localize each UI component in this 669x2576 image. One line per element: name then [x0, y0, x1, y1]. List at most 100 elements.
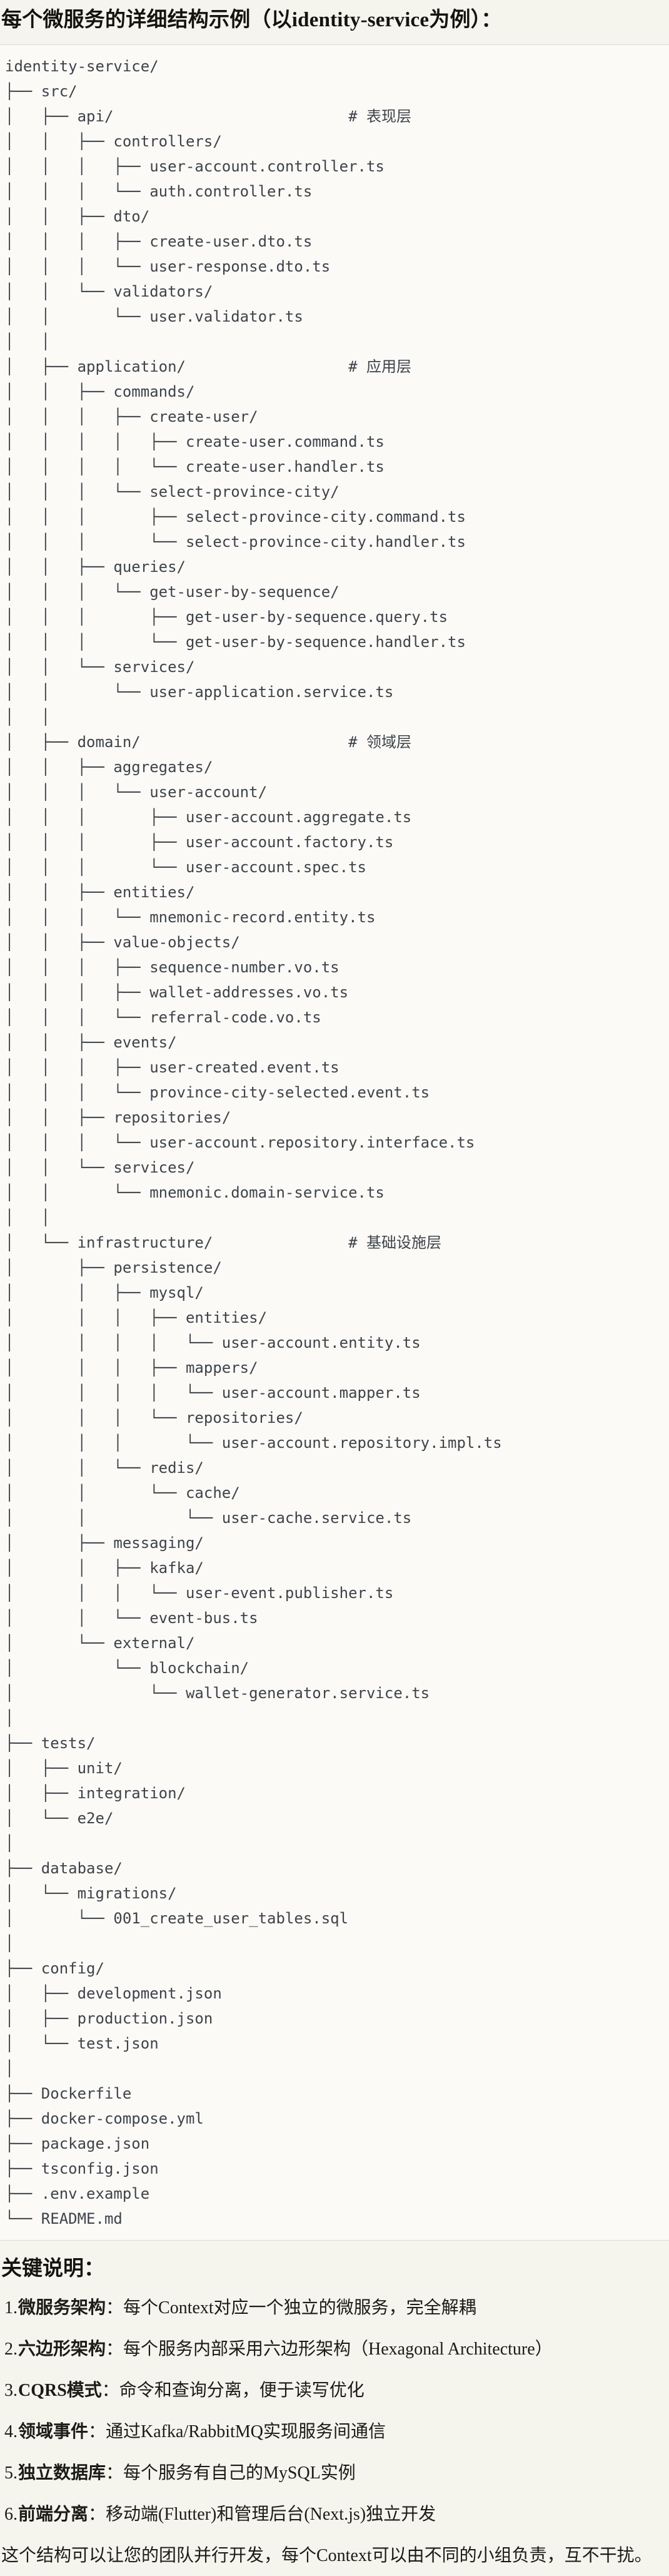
note-text: ：通过Kafka/RabbitMQ实现服务间通信	[88, 2422, 386, 2441]
tree-line: │ │ │ └── user-response.dto.ts	[5, 258, 331, 275]
tree-line: │ │ │ │ ├── create-user.command.ts	[5, 433, 385, 451]
tree-line: │ │ │ └── user-account/	[5, 783, 268, 801]
tree-line: │ │ │ ├── entities/	[5, 1309, 268, 1326]
tree-line: │ │ └── user-cache.service.ts	[5, 1509, 412, 1527]
tree-line: │ │ │ └── user-account.repository.interf…	[5, 1134, 475, 1151]
note-label: 前端分离	[18, 2505, 89, 2524]
tree-line: ├── docker-compose.yml	[5, 2110, 204, 2127]
tree-line: ├── database/	[5, 1860, 123, 1877]
note-label: CQRS模式	[18, 2381, 102, 2400]
directory-tree: identity-service/├── src/│ ├── api/ # 表现…	[5, 54, 665, 2231]
tree-line: │	[5, 1709, 14, 1727]
tree-line: │ │ └── user-application.service.ts	[5, 683, 394, 701]
note-text: ：每个服务有自己的MySQL实例	[106, 2463, 356, 2483]
tree-line: │	[5, 2060, 14, 2077]
tree-line: │ │ └── user.validator.ts	[5, 308, 303, 325]
tree-line: │ └── blockchain/	[5, 1659, 249, 1677]
note-number: 4.	[4, 2422, 18, 2441]
tree-line: │ └── wallet-generator.service.ts	[5, 1684, 430, 1702]
tree-line: │ └── 001_create_user_tables.sql	[5, 1910, 349, 1927]
note-text: ：命令和查询分离，便于读写优化	[101, 2381, 365, 2400]
note-label: 独立数据库	[18, 2463, 106, 2483]
note-number: 2.	[4, 2339, 18, 2359]
note-number: 1.	[4, 2298, 18, 2318]
tree-line: │ │ ├── entities/	[5, 883, 195, 901]
tree-line: │ │ ├── commands/	[5, 383, 195, 400]
tree-line: │ ├── application/ # 应用层	[5, 358, 411, 375]
note-label: 微服务架构	[18, 2298, 106, 2318]
tree-line: │ │ │ └── user-account.repository.impl.t…	[5, 1434, 502, 1452]
tree-line: │ │ │ └── user-event.publisher.ts	[5, 1584, 394, 1602]
tree-line: │ │ │ │ └── create-user.handler.ts	[5, 458, 385, 476]
tree-line: │ │ │ └── select-province-city/	[5, 483, 340, 501]
note-item: 2.六边形架构：每个服务内部采用六边形架构（Hexagonal Architec…	[4, 2337, 664, 2362]
note-text: ：移动端(Flutter)和管理后台(Next.js)独立开发	[88, 2505, 436, 2524]
tree-line: │ │ ├── aggregates/	[5, 758, 213, 776]
tree-line: │ ├── production.json	[5, 2010, 213, 2027]
tree-line: ├── Dockerfile	[5, 2085, 132, 2102]
tree-line: │ │ ├── repositories/	[5, 1109, 231, 1126]
tree-line: │ │	[5, 708, 51, 726]
tree-line: │ │ ├── kafka/	[5, 1559, 204, 1577]
tree-line: │ │ ├── queries/	[5, 558, 186, 576]
tree-line: │ │ │ └── province-city-selected.event.t…	[5, 1084, 430, 1101]
tree-line: │ │ └── services/	[5, 1159, 195, 1176]
tree-line: │ ├── persistence/	[5, 1259, 222, 1276]
tree-line: identity-service/	[5, 58, 159, 75]
note-item: 1.微服务架构：每个Context对应一个独立的微服务，完全解耦	[4, 2296, 664, 2321]
tree-line: │ │ │ └── repositories/	[5, 1409, 303, 1427]
tree-line: │ │ └── services/	[5, 658, 195, 676]
tree-line: ├── tests/	[5, 1734, 96, 1752]
tree-line: │ ├── integration/	[5, 1784, 186, 1802]
note-item: 3.CQRS模式：命令和查询分离，便于读写优化	[4, 2378, 664, 2403]
tree-line: │ │ │ ├── create-user.dto.ts	[5, 233, 313, 250]
tree-line: │ │ │ │ └── user-account.mapper.ts	[5, 1384, 421, 1402]
tree-line: │ │	[5, 333, 51, 350]
note-number: 6.	[4, 2505, 18, 2524]
tree-line: │ │ │ │ └── user-account.entity.ts	[5, 1334, 421, 1352]
tree-line: ├── package.json	[5, 2135, 150, 2152]
tree-line: │ │ │ ├── user-account.controller.ts	[5, 158, 385, 175]
tree-line: │ │ ├── dto/	[5, 208, 150, 225]
tree-line: │ │ └── event-bus.ts	[5, 1609, 258, 1627]
tree-line: │ │ └── validators/	[5, 283, 213, 300]
tree-line: ├── config/	[5, 1960, 104, 1977]
tree-line: │ └── external/	[5, 1634, 195, 1652]
tree-line: │ └── test.json	[5, 2035, 159, 2052]
tree-line: │ │ │ ├── user-created.event.ts	[5, 1059, 340, 1076]
note-text: ：每个服务内部采用六边形架构（Hexagonal Architecture）	[106, 2339, 553, 2359]
tree-line: │ │ │ ├── mappers/	[5, 1359, 258, 1377]
tree-line: │ └── e2e/	[5, 1810, 114, 1827]
closing-paragraph: 这个结构可以让您的团队并行开发，每个Context可以由不同的小组负责，互不干扰…	[1, 2546, 652, 2565]
code-block: identity-service/├── src/│ ├── api/ # 表现…	[0, 44, 669, 2241]
tree-line: │ │ └── cache/	[5, 1484, 240, 1502]
tree-line: │ │ ├── mysql/	[5, 1284, 204, 1301]
tree-line: │ │ ├── events/	[5, 1034, 177, 1051]
tree-line: │ │ │ └── mnemonic-record.entity.ts	[5, 909, 376, 926]
tree-line: │ │ │ └── get-user-by-sequence/	[5, 583, 340, 601]
tree-line: │ └── migrations/	[5, 1885, 177, 1902]
note-number: 5.	[4, 2463, 18, 2483]
note-item: 4.领域事件：通过Kafka/RabbitMQ实现服务间通信	[4, 2420, 664, 2445]
tree-line: │	[5, 1935, 14, 1952]
note-number: 3.	[4, 2381, 18, 2400]
notes-section: 关键说明： 1.微服务架构：每个Context对应一个独立的微服务，完全解耦 2…	[0, 2254, 669, 2568]
tree-line: │ ├── messaging/	[5, 1534, 204, 1552]
tree-line: │ │ ├── controllers/	[5, 133, 222, 150]
note-label: 领域事件	[18, 2422, 89, 2441]
tree-line: │ ├── domain/ # 领域层	[5, 733, 411, 751]
tree-line: │ │ │ ├── user-account.factory.ts	[5, 833, 394, 851]
note-text: ：每个Context对应一个独立的微服务，完全解耦	[106, 2298, 476, 2318]
tree-line: │ │ │ ├── create-user/	[5, 408, 258, 425]
tree-line: │ ├── development.json	[5, 1985, 222, 2002]
tree-line: ├── src/	[5, 83, 78, 100]
tree-line: │ │ └── redis/	[5, 1459, 204, 1477]
tree-line: │ │ │ ├── select-province-city.command.t…	[5, 508, 466, 526]
notes-heading: 关键说明：	[1, 2258, 104, 2280]
note-label: 六边形架构	[18, 2339, 106, 2359]
tree-line: │ │ ├── value-objects/	[5, 934, 240, 951]
tree-line: │ │ │ ├── sequence-number.vo.ts	[5, 959, 340, 976]
tree-line: └── README.md	[5, 2210, 123, 2227]
note-item: 6.前端分离：移动端(Flutter)和管理后台(Next.js)独立开发	[4, 2502, 664, 2527]
tree-line: │ │ │ ├── get-user-by-sequence.query.ts	[5, 608, 448, 626]
